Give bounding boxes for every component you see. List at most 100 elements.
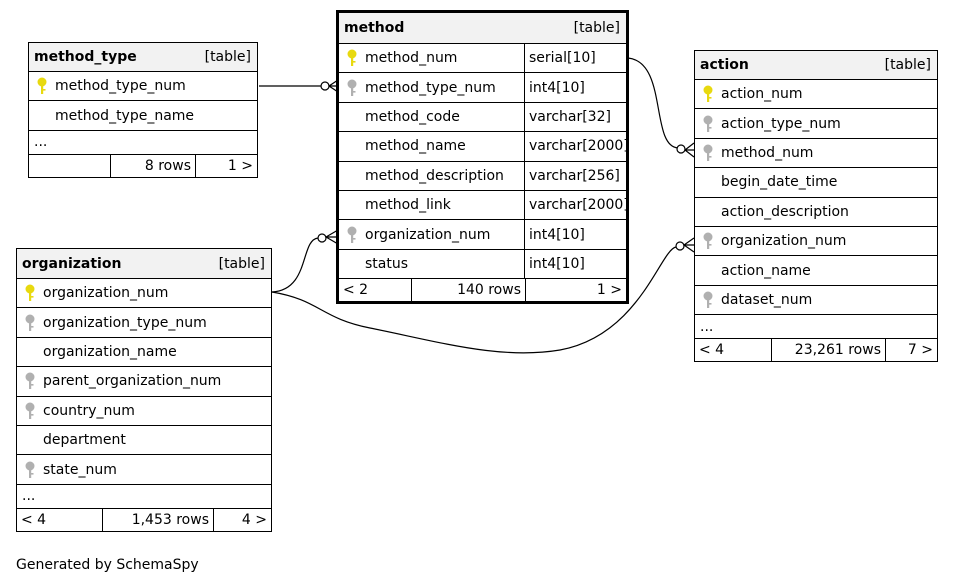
- table-header: organization [table]: [17, 249, 271, 279]
- column-row[interactable]: method_num: [695, 139, 937, 169]
- column-name: method_link: [365, 197, 451, 214]
- column-name: method_description: [365, 167, 504, 184]
- primary-key-icon: [37, 77, 47, 95]
- column-row[interactable]: state_num: [17, 455, 271, 485]
- column-name-cell: method_num: [339, 44, 524, 72]
- primary-key-icon: [347, 49, 357, 67]
- column-name-cell: organization_num: [339, 220, 524, 248]
- column-name-cell: method_code: [339, 103, 524, 131]
- column-name-cell: organization_num: [695, 227, 937, 255]
- column-name-cell: method_type_num: [29, 72, 257, 100]
- table-footer: < 2 140 rows 1 >: [339, 279, 626, 302]
- column-type: varchar[2000]: [524, 190, 629, 220]
- column-name: method_num: [365, 50, 458, 67]
- table-footer: < 4 1,453 rows 4 >: [17, 508, 271, 531]
- foreign-key-icon: [703, 232, 713, 250]
- foreign-key-icon: [25, 314, 35, 331]
- footer-row-count: 8 rows: [111, 154, 196, 177]
- column-name: method_type_num: [365, 79, 496, 96]
- column-name-cell: organization_num: [17, 279, 271, 307]
- footer-children: 1 >: [596, 282, 622, 299]
- primary-key-icon: [703, 85, 713, 103]
- column-row[interactable]: organization_num: [17, 279, 271, 309]
- link-organization-to-action: [271, 246, 677, 354]
- column-name-cell: organization_type_num: [17, 308, 271, 336]
- column-name-cell: country_num: [17, 397, 271, 425]
- column-row[interactable]: organization_name: [17, 338, 271, 368]
- column-name: method_num: [721, 144, 814, 161]
- column-row[interactable]: department: [17, 426, 271, 456]
- column-row[interactable]: organization_type_num: [17, 308, 271, 338]
- column-name-cell: parent_organization_num: [17, 367, 271, 395]
- table-header: action [table]: [695, 51, 937, 80]
- more-columns: ...: [695, 315, 937, 340]
- table-header: method_type [table]: [29, 43, 257, 72]
- column-name: begin_date_time: [721, 174, 838, 191]
- column-name: country_num: [43, 402, 135, 419]
- table-name: action: [700, 57, 749, 73]
- table-kind: [table]: [204, 49, 251, 65]
- column-type: int4[10]: [524, 220, 626, 249]
- column-row[interactable]: begin_date_time: [695, 168, 937, 198]
- column-name-cell: department: [17, 426, 271, 454]
- column-row[interactable]: method_type_num: [29, 72, 257, 102]
- column-name: action_num: [721, 86, 803, 103]
- column-row[interactable]: country_num: [17, 397, 271, 426]
- column-name: organization_num: [365, 226, 491, 243]
- footer-parents: < 2: [339, 279, 412, 302]
- column-name-cell: method_type_num: [339, 73, 524, 101]
- column-row[interactable]: action_num: [695, 80, 937, 110]
- column-name-cell: method_type_name: [29, 101, 257, 129]
- footer-children: 4 >: [241, 511, 267, 528]
- more-columns: ...: [17, 485, 271, 509]
- column-row[interactable]: dataset_num: [695, 286, 937, 316]
- column-name-cell: method_link: [339, 191, 524, 219]
- footer-parents: [29, 154, 111, 177]
- link-method-to-action: [627, 57, 679, 149]
- more-columns: ...: [29, 131, 257, 155]
- column-type: varchar[32]: [524, 102, 626, 132]
- table-action[interactable]: action [table] action_num action_type_num…: [694, 50, 938, 363]
- column-name-cell: action_type_num: [695, 109, 937, 137]
- column-row[interactable]: method_link varchar[2000]: [339, 190, 629, 221]
- table-footer: 8 rows 1 >: [29, 154, 257, 177]
- column-type: varchar[2000]: [524, 132, 629, 161]
- column-row[interactable]: organization_num: [695, 227, 937, 257]
- column-name-cell: action_name: [695, 256, 937, 284]
- column-name: action_description: [721, 203, 849, 220]
- primary-key-icon: [25, 284, 35, 302]
- link-organization-to-method: [271, 237, 319, 293]
- column-row[interactable]: parent_organization_num: [17, 367, 271, 397]
- column-name: method_code: [365, 108, 460, 125]
- column-row[interactable]: organization_num int4[10]: [339, 220, 626, 250]
- column-row[interactable]: action_type_num: [695, 109, 937, 139]
- footer-children: 7 >: [907, 342, 933, 359]
- column-row[interactable]: action_description: [695, 198, 937, 227]
- column-name: organization_num: [43, 285, 169, 302]
- foreign-key-icon: [25, 402, 35, 419]
- column-name-cell: action_description: [695, 198, 937, 226]
- footer-row-count: 1,453 rows: [103, 508, 214, 531]
- column-name: status: [365, 255, 409, 272]
- footer-row-count: 23,261 rows: [772, 339, 886, 362]
- column-type: varchar[256]: [524, 161, 626, 190]
- column-row[interactable]: method_description varchar[256]: [339, 161, 626, 191]
- foreign-key-icon: [347, 79, 357, 96]
- column-name: action_type_num: [721, 115, 841, 132]
- foreign-key-icon: [703, 115, 713, 132]
- footer-parents: < 4: [17, 508, 103, 531]
- foreign-key-icon: [25, 461, 35, 478]
- column-row[interactable]: method_type_name: [29, 101, 257, 131]
- column-row[interactable]: method_code varchar[32]: [339, 102, 626, 133]
- column-row[interactable]: action_name: [695, 256, 937, 286]
- foreign-key-icon: [25, 372, 35, 390]
- column-name-cell: action_num: [695, 80, 937, 108]
